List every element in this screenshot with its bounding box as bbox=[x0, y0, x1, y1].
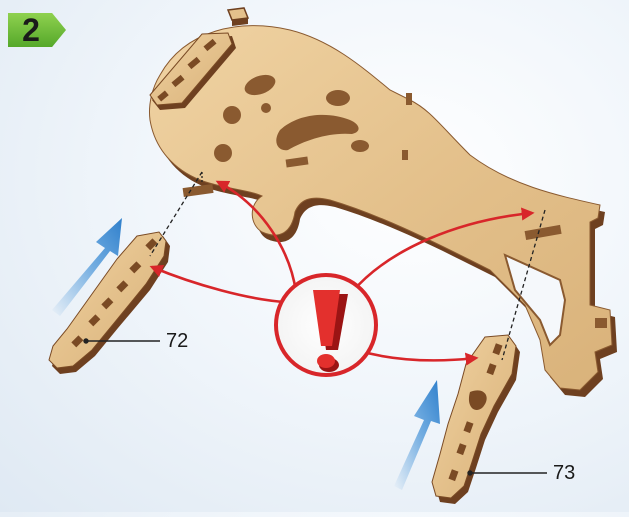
step-number: 2 bbox=[14, 11, 48, 49]
part-label-73: 73 bbox=[553, 462, 575, 484]
warning-exclamation-icon bbox=[276, 275, 376, 375]
insert-direction-arrow-icon-2 bbox=[394, 380, 440, 490]
step-number-badge: 2 bbox=[8, 13, 66, 47]
part-label-72: 72 bbox=[166, 330, 188, 352]
